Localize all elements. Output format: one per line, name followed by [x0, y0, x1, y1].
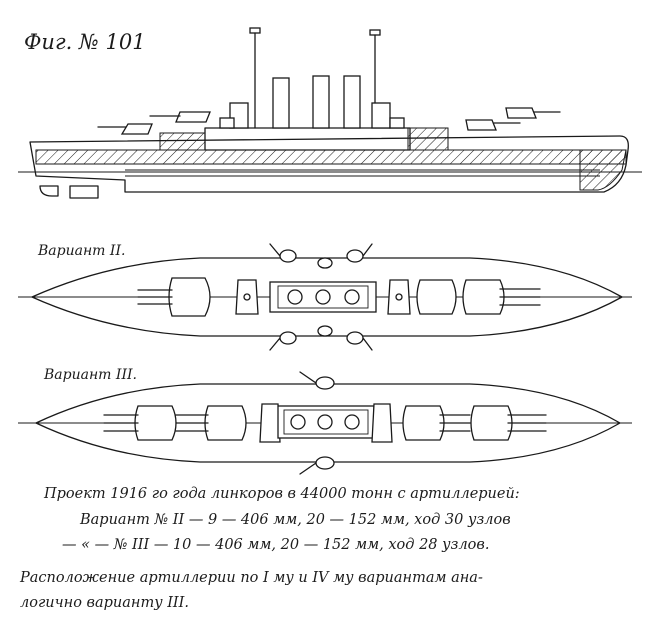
turret-aft-2-side	[175, 111, 211, 123]
armor-belt	[35, 149, 627, 165]
plan-variant-3	[18, 371, 632, 475]
bridge-aft	[371, 102, 391, 129]
funnel-3	[343, 75, 361, 129]
rudder	[39, 185, 59, 197]
plan-variant-2	[18, 243, 632, 351]
turret-3-aft-2	[204, 405, 247, 441]
propeller	[69, 185, 99, 199]
funnel-2	[312, 75, 330, 129]
turret-3-fore-2	[470, 405, 513, 441]
turret-3-fore-1	[402, 405, 445, 441]
funnel-1	[272, 77, 290, 129]
side-profile	[18, 27, 642, 199]
turret-fore-2-side	[505, 107, 537, 119]
turret-aft-1-side	[120, 123, 153, 135]
caption-line-4: Расположение артиллерии по I му и IV му …	[20, 570, 483, 586]
caption-line-2: Вариант № II — 9 — 406 мм, 20 — 152 мм, …	[80, 512, 511, 528]
turret-2-fore-1	[416, 279, 457, 315]
caption-line-3: — « — № III — 10 — 406 мм, 20 — 152 мм, …	[62, 537, 490, 553]
caption-line-5: логично варианту III.	[20, 595, 190, 611]
turret-3-aft-1	[134, 405, 177, 441]
turret-2-fore-2	[462, 279, 505, 315]
figure-label: Фиг. № 101	[24, 30, 146, 54]
hull-profile	[29, 135, 629, 193]
variant-3-label: Вариант III.	[44, 367, 137, 383]
turret-fore-1-side	[465, 119, 497, 131]
hull-plan-2	[31, 257, 623, 337]
caption-line-1: Проект 1916 го года линкоров в 44000 тон…	[44, 486, 520, 502]
bow-hatch	[579, 149, 627, 191]
variant-2-label: Вариант II.	[38, 243, 126, 259]
turret-2-aft	[168, 277, 211, 317]
hull-plan-3	[35, 383, 621, 463]
